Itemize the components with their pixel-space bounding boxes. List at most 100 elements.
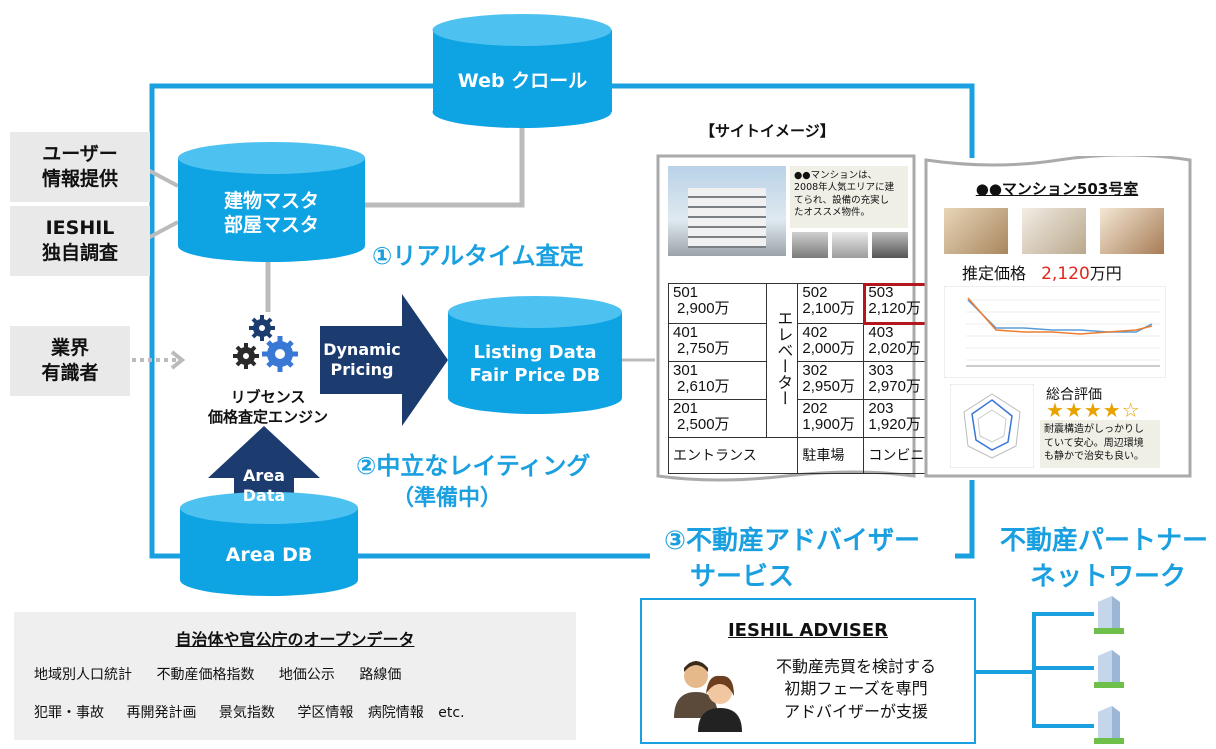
price-unit: 万円: [1089, 264, 1122, 283]
rating-stars: ★★★★☆: [1046, 398, 1141, 422]
master-db-line2: 部屋マスタ: [223, 213, 319, 236]
advisers-icon: [674, 661, 742, 732]
area-db-label: Area DB: [225, 544, 313, 566]
open-data-item: 路線価: [359, 667, 402, 683]
engine-label-line1: リブセンス: [230, 388, 306, 406]
detail-title: ●●マンション503号室: [975, 180, 1139, 198]
main-frame-line-bottom-right: [955, 480, 975, 559]
open-data-item: 病院情報: [367, 705, 424, 721]
area-data-line2: Data: [242, 486, 286, 505]
building-desc-4: たオススメ物件。: [794, 207, 871, 219]
open-data-row1: 地域別人口統計 不動産価格指数 地価公示 路線価: [34, 664, 401, 684]
open-data-item: 学区情報: [297, 705, 354, 721]
trend-line-a: [967, 299, 1153, 333]
feature-rating-sub: （準備中）: [392, 486, 503, 511]
rating-comment: 耐震構造がしっかりし ていて安心。周辺環境 も静かで治安も良い。: [1040, 420, 1160, 468]
price-value: 2,120: [1041, 264, 1090, 284]
room-photo-1: [944, 208, 1008, 254]
listing-db-line2: Fair Price DB: [469, 364, 601, 386]
ground-entrance: エントランス: [667, 437, 799, 474]
building-desc-1: ●●マンションは、: [794, 170, 878, 181]
ground-convenience: コンビニ: [863, 437, 931, 474]
survey-line: [147, 220, 179, 240]
adviser-text-2: 初期フェーズを専門: [784, 679, 928, 699]
open-data-title: 自治体や官公庁のオープンデータ: [175, 630, 415, 649]
building-icon: [1094, 650, 1124, 688]
open-data-item: 景気指数: [218, 705, 275, 721]
web-crawl-cylinder: [432, 14, 612, 128]
building-icon: [1094, 596, 1124, 634]
gears-icon: [233, 315, 298, 372]
area-db-cylinder: [180, 492, 358, 596]
open-data-item: 地域別人口統計: [34, 667, 132, 683]
trend-line-b: [967, 297, 1153, 335]
building-desc-2: 2008年人気エリアに建: [794, 182, 895, 194]
area-data-arrow: [208, 426, 320, 512]
radar-shape: [971, 399, 1013, 451]
feature-realtime: ①リアルタイム査定: [372, 242, 584, 270]
comment-line-1: 耐震構造がしっかりし: [1044, 424, 1144, 435]
feature-adviser-2: サービス: [690, 562, 795, 592]
master-db-label: 建物マスタ 部屋マスタ: [178, 190, 365, 238]
open-data-item: 犯罪・事故: [34, 705, 104, 721]
thumb-photo-2: [832, 232, 868, 258]
ieshil-survey-box: IESHIL 独自調査: [10, 206, 150, 276]
crawl-to-master-line: [365, 116, 525, 208]
building-desc-3: てられ、設備の充実し: [794, 194, 890, 206]
feature-rating: ②中立なレイティング: [356, 452, 591, 480]
building-icon: [1094, 706, 1124, 744]
thumb-photo-3: [872, 232, 908, 258]
estimated-price: 推定価格 2,120万円: [962, 260, 1122, 284]
building-description: ●●マンションは、 2008年人気エリアに建 てられ、設備の充実し たオススメ物…: [790, 166, 908, 228]
radar-chart: [950, 384, 1034, 468]
engine-label: リブセンス 価格査定エンジン: [180, 388, 356, 427]
room-photo-3: [1100, 208, 1164, 254]
ground-parking: 駐車場: [797, 437, 865, 474]
adviser-text: 不動産売買を検討する 初期フェーズを専門 アドバイザーが支援: [746, 656, 966, 723]
user-info-box: ユーザー 情報提供: [10, 132, 150, 202]
experts-box: 業界 有識者: [10, 326, 130, 396]
dynamic-pricing-label: Dynamic Pricing: [322, 340, 402, 380]
elevator-label: エレベーター: [774, 309, 792, 406]
price-trend-chart: [944, 286, 1166, 378]
listing-db-line1: Listing Data: [473, 342, 597, 363]
dynamic-pricing-arrow: [320, 294, 448, 426]
user-info-line1: ユーザー: [42, 143, 118, 166]
area-data-line1: Area: [243, 466, 285, 485]
ieshil-survey-line1: IESHIL: [45, 217, 115, 240]
dynamic-pricing-line1: Dynamic: [323, 340, 401, 359]
experts-line1: 業界: [50, 337, 89, 360]
adviser-box: IESHIL ADVISER 不動産売買を検討する 初期フェーズを専門 アドバイ…: [640, 598, 976, 744]
listing-db-cylinder: [448, 296, 622, 414]
feature-adviser: ③不動産アドバイザー: [664, 526, 921, 556]
elevator-cell: エレベーター: [765, 283, 799, 438]
open-data-item: etc.: [438, 705, 465, 721]
master-db-line1: 建物マスタ: [223, 190, 319, 212]
thumb-photo-1: [792, 232, 828, 258]
area-data-label: Area Data: [234, 466, 294, 506]
site-image-caption: 【サイトイメージ】: [700, 122, 835, 140]
partner-title-2: ネットワーク: [1030, 562, 1187, 592]
web-crawl-label: Web クロール: [457, 70, 588, 92]
dynamic-pricing-line2: Pricing: [330, 360, 394, 379]
price-label: 推定価格: [962, 264, 1027, 283]
master-db-cylinder: [178, 142, 365, 262]
open-data-item: 地価公示: [278, 667, 335, 683]
main-frame-line: [149, 83, 650, 559]
building-photo: [668, 166, 786, 256]
